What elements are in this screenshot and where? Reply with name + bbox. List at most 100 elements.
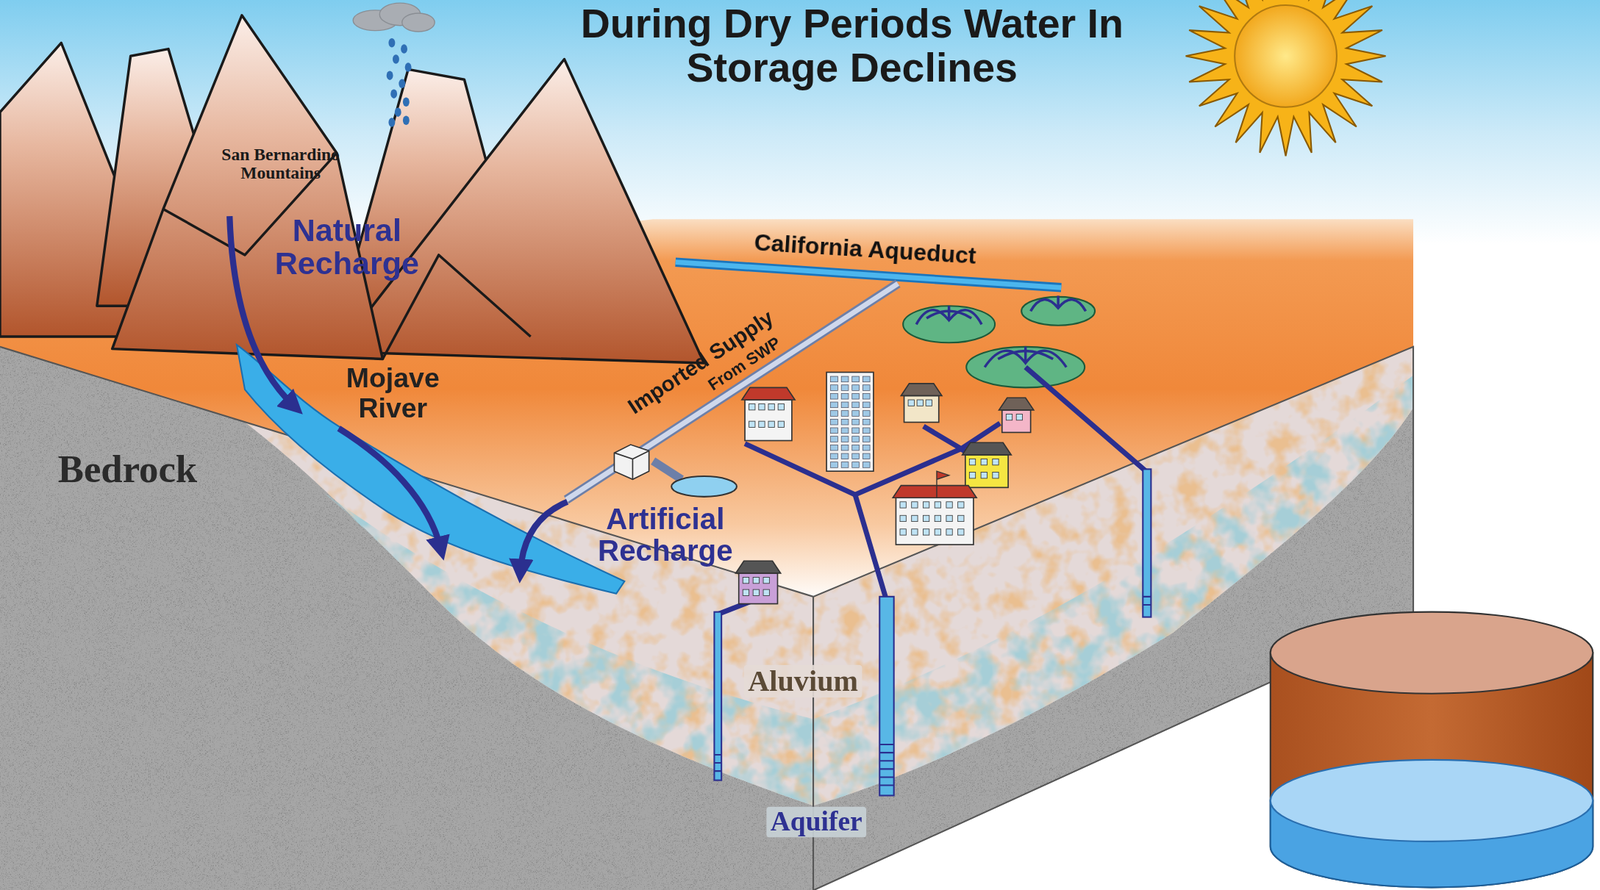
irrigation-part bbox=[916, 295, 1086, 367]
house-icon-part bbox=[922, 529, 929, 536]
house-icon-part bbox=[946, 515, 953, 522]
house-icon-part bbox=[980, 458, 987, 465]
house-icon-part bbox=[911, 515, 918, 522]
town-part bbox=[841, 393, 849, 400]
town-part bbox=[830, 436, 839, 443]
house-icon bbox=[892, 486, 977, 545]
alluvium-part bbox=[234, 336, 1419, 817]
house-icon-part bbox=[946, 502, 953, 509]
label: Artificial Recharge bbox=[575, 503, 755, 568]
town-part bbox=[830, 393, 839, 400]
house-icon-part bbox=[946, 529, 953, 536]
imported-pipe-part bbox=[566, 283, 898, 500]
house-icon-part bbox=[738, 573, 778, 605]
town-part bbox=[862, 444, 870, 451]
town-part bbox=[841, 376, 849, 383]
town-part bbox=[830, 402, 839, 409]
house-icon-part bbox=[768, 421, 775, 428]
wells-part bbox=[879, 597, 894, 797]
house-icon-part bbox=[1016, 413, 1023, 420]
town-part bbox=[841, 402, 849, 409]
house-icon-part bbox=[768, 404, 775, 411]
town-part bbox=[830, 453, 839, 460]
wells-part bbox=[713, 597, 1151, 787]
town-part bbox=[830, 411, 839, 417]
town-part bbox=[862, 419, 870, 425]
house-icon-part bbox=[999, 397, 1034, 411]
house-icon-part bbox=[744, 400, 792, 442]
label: Aquifer bbox=[766, 807, 867, 837]
house-icon-part bbox=[992, 458, 999, 465]
house-icon-part bbox=[925, 400, 932, 406]
storage-tank-part bbox=[1270, 760, 1594, 842]
house-icon-part bbox=[962, 442, 1012, 456]
town-part bbox=[841, 385, 849, 392]
block-edges bbox=[0, 347, 1414, 890]
house-icon-part bbox=[958, 529, 964, 536]
imported-pipe-part bbox=[613, 444, 649, 480]
house-icon-part bbox=[908, 400, 914, 406]
house-icon-part bbox=[895, 497, 973, 545]
house-icon-part bbox=[911, 529, 918, 536]
label: San Bernardino Mountains bbox=[204, 145, 358, 184]
rain-part bbox=[392, 54, 400, 64]
bedrock-part bbox=[0, 336, 1419, 890]
house-icon-part bbox=[904, 395, 939, 423]
wells-part bbox=[1142, 469, 1151, 617]
label: Mojave River bbox=[311, 363, 475, 424]
house-icon-part bbox=[969, 472, 975, 479]
mountains-part bbox=[112, 15, 384, 360]
town-part bbox=[862, 436, 870, 443]
town-part bbox=[862, 402, 870, 409]
rain-part bbox=[388, 117, 395, 127]
house-icon-part bbox=[900, 529, 906, 536]
house-icon-part bbox=[900, 502, 906, 509]
house-icon-part bbox=[958, 502, 964, 509]
block-edges-part bbox=[0, 347, 1414, 890]
sun bbox=[1186, 0, 1387, 156]
imported-pipe-part bbox=[613, 450, 649, 480]
town-part bbox=[830, 385, 839, 392]
rain-part bbox=[405, 62, 412, 72]
recharge-arrows-part bbox=[520, 502, 568, 572]
house-icon-part bbox=[1005, 413, 1012, 420]
house-icon-part bbox=[749, 404, 756, 411]
rain-part bbox=[402, 116, 410, 125]
house-icon-part bbox=[922, 502, 929, 509]
house-icon-part bbox=[749, 421, 756, 428]
town-part bbox=[852, 376, 860, 383]
recharge-arrows-part bbox=[338, 428, 442, 550]
town-part bbox=[852, 444, 860, 451]
house-icon-part bbox=[934, 502, 941, 509]
label: Natural Recharge bbox=[250, 212, 445, 281]
recharge-arrows-part bbox=[229, 216, 294, 406]
irrigation-part-part bbox=[949, 295, 1059, 364]
rain-part bbox=[394, 107, 402, 117]
town-part bbox=[841, 427, 849, 434]
cloud-part bbox=[402, 13, 435, 32]
town-part bbox=[830, 419, 839, 425]
town-part bbox=[852, 419, 860, 425]
rain-part bbox=[386, 70, 394, 80]
rain bbox=[386, 38, 412, 128]
label: Bedrock bbox=[58, 449, 198, 492]
town-part bbox=[830, 462, 839, 469]
house-icon bbox=[999, 397, 1034, 433]
house-icon bbox=[741, 387, 795, 441]
storage-tank bbox=[1270, 612, 1594, 889]
imported-pipe-part bbox=[652, 461, 682, 480]
imported-pipe-part bbox=[566, 283, 898, 500]
town-part bbox=[841, 444, 849, 451]
imported-pipe bbox=[566, 283, 898, 500]
town-part bbox=[862, 376, 870, 383]
town-part bbox=[852, 436, 860, 443]
sun-part bbox=[1234, 5, 1337, 108]
town-part bbox=[862, 411, 870, 417]
town bbox=[736, 372, 1034, 605]
town-part bbox=[830, 444, 839, 451]
town-part bbox=[862, 427, 870, 434]
rain-part bbox=[402, 97, 410, 107]
house-icon-part bbox=[742, 589, 749, 596]
